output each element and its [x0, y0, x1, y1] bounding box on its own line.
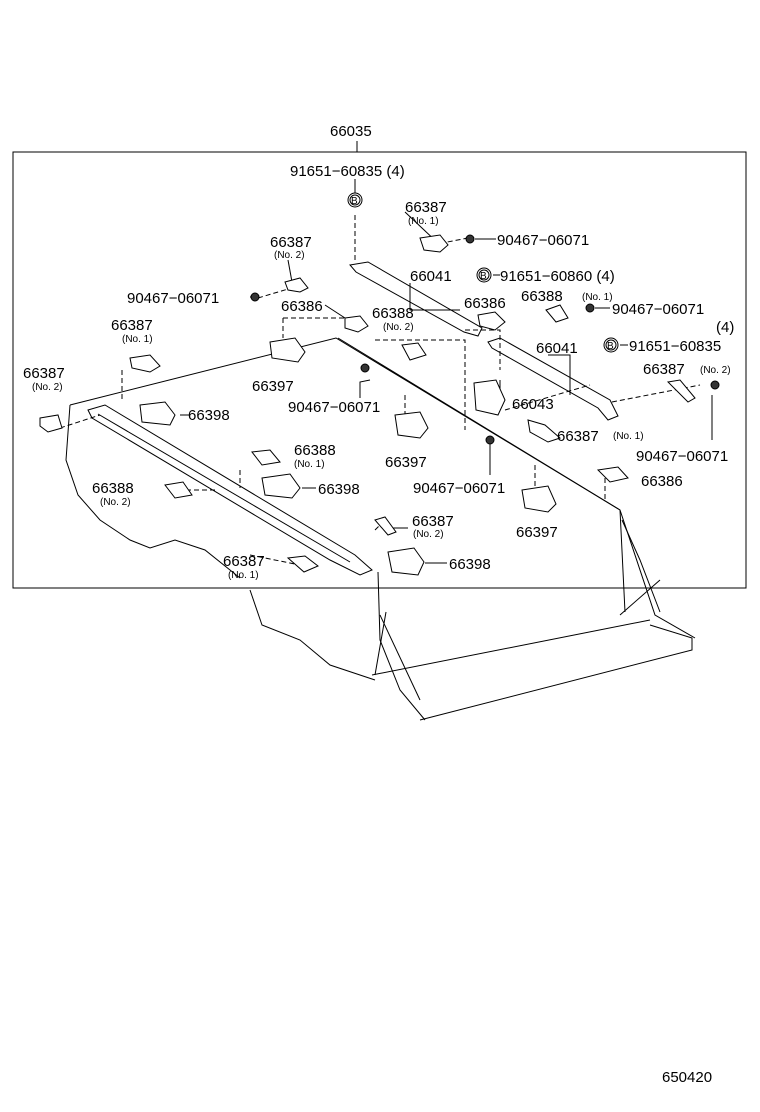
callout-66387-no2-far-left: 66387 (No. 2) [23, 365, 65, 393]
part-number-label: 66388 [372, 305, 414, 322]
callout-66043: 66043 [512, 396, 554, 413]
marker-label: B [480, 271, 487, 282]
callout-66041-left: 66041 [410, 268, 452, 285]
callout-90467-06071-right: 90467−06071 [612, 301, 704, 318]
callout-66397-center: 66397 [385, 454, 427, 471]
part-number-label: 66397 [385, 454, 427, 471]
part-number-label: 90467−06071 [288, 399, 380, 416]
part-variant-label: (No. 2) [32, 382, 63, 393]
part-number-label: 66388 [294, 442, 336, 459]
callout-66386-right: 66386 [641, 473, 683, 490]
part-number-label: 66398 [449, 556, 491, 573]
roof-rail-left [87, 404, 373, 576]
part-number-label: 66387 [643, 361, 685, 378]
assembly-frame [12, 151, 747, 589]
callout-66387-no1-right: 66387 (No. 1) [557, 428, 644, 445]
part-number-label: 66387 [557, 428, 599, 445]
callout-90467-06071-left: 90467−06071 [127, 290, 219, 307]
part-number-label: 91651−60835 [629, 338, 721, 355]
callout-91651-60835-top: 91651−60835 (4) [290, 163, 405, 180]
part-variant-label: (No. 1) [613, 431, 644, 442]
part-variant-label: (No. 1) [408, 216, 439, 227]
part-number-label: 90467−06071 [127, 290, 219, 307]
part-variant-label: (No. 2) [274, 250, 305, 261]
part-number-label: 66387 [111, 317, 153, 334]
callout-66387-no1-bottom: 66387 (No. 1) [223, 553, 265, 581]
figure-code-label: 650420 [662, 1069, 712, 1086]
part-variant-label: (No. 1) [294, 459, 325, 470]
part-number-label: 66387 [223, 553, 265, 570]
crossbar-front [349, 261, 483, 337]
part-variant-label: (No. 1) [228, 570, 259, 581]
part-number-label: 66398 [188, 407, 230, 424]
callout-66386-mid: 66386 [464, 295, 506, 312]
part-number-label: 66043 [512, 396, 554, 413]
part-number-label: 66397 [252, 378, 294, 395]
callout-66398-mid: 66398 [318, 481, 360, 498]
callout-66388-no1-top: 66388 (No. 1) [521, 288, 613, 305]
part-variant-label: (No. 1) [582, 292, 613, 303]
callout-66041-right: 66041 [536, 340, 578, 357]
part-number-label: 66386 [464, 295, 506, 312]
fastener-marker-b-right: B [603, 337, 619, 353]
part-variant-label: (No. 2) [413, 529, 444, 540]
callout-66386-left: 66386 [281, 298, 323, 315]
callout-qty-4: (4) [716, 319, 734, 336]
part-variant-label: (No. 2) [383, 322, 414, 333]
part-number-label: 66387 [23, 365, 65, 382]
callout-66397-left: 66397 [252, 378, 294, 395]
part-number-label: 90467−06071 [413, 480, 505, 497]
part-number-label: 90467−06071 [636, 448, 728, 465]
part-number-label: 66041 [410, 268, 452, 285]
part-variant-label: (No. 2) [100, 497, 131, 508]
callout-66388-no2-top: 66388 (No. 2) [372, 305, 414, 333]
assembly-number-label: 66035 [330, 123, 372, 140]
part-number-label: 66387 [412, 513, 454, 530]
part-number-label: 66388 [521, 288, 563, 305]
callout-66388-no2-left: 66388 (No. 2) [92, 480, 134, 508]
fastener-marker-b-top: B [347, 192, 363, 208]
rack-component-shapes [39, 234, 696, 576]
marker-label: B [351, 196, 358, 207]
callout-66398-bottom: 66398 [449, 556, 491, 573]
callout-66398-top: 66398 [188, 407, 230, 424]
callout-66387-no1-top: 66387 (No. 1) [405, 199, 447, 227]
vehicle-body-outline [65, 337, 696, 721]
callout-90467-06071-top: 90467−06071 [497, 232, 589, 249]
marker-label: B [607, 341, 614, 352]
part-number-label: 66388 [92, 480, 134, 497]
screw-parts [250, 234, 720, 445]
leader-lines-solid [180, 179, 713, 564]
callout-90467-06071-lower: 90467−06071 [413, 480, 505, 497]
part-variant-label: (No. 2) [700, 365, 731, 376]
callout-91651-60835-right: 91651−60835 [629, 338, 721, 355]
part-number-label: 66397 [516, 524, 558, 541]
quantity-label: (4) [716, 319, 734, 336]
part-number-label: 90467−06071 [612, 301, 704, 318]
callout-66387-no2-right: 66387 (No. 2) [643, 361, 731, 378]
part-number-label: 66386 [641, 473, 683, 490]
callout-66387-no1-left: 66387 (No. 1) [111, 317, 153, 345]
callout-66397-right: 66397 [516, 524, 558, 541]
callout-91651-60860: 91651−60860 (4) [500, 268, 615, 285]
crossbar-rear [487, 337, 619, 421]
callout-90467-06071-center: 90467−06071 [288, 399, 380, 416]
part-number-label: 90467−06071 [497, 232, 589, 249]
part-number-label: 91651−60860 (4) [500, 268, 615, 285]
part-number-label: 66387 [270, 234, 312, 251]
callout-66387-no2-bottom: 66387 (No. 2) [412, 513, 454, 540]
roof-rail-right [337, 337, 621, 511]
part-number-label: 66041 [536, 340, 578, 357]
callout-66388-no1-mid: 66388 (No. 1) [294, 442, 336, 470]
part-variant-label: (No. 1) [122, 334, 153, 345]
part-number-label: 91651−60835 (4) [290, 163, 405, 180]
callout-66387-no2-top: 66387 (No. 2) [270, 234, 312, 261]
fastener-marker-b-mid: B [476, 267, 492, 283]
part-number-label: 66398 [318, 481, 360, 498]
part-number-label: 66386 [281, 298, 323, 315]
part-number-label: 66387 [405, 199, 447, 216]
callout-90467-06071-far-right: 90467−06071 [636, 448, 728, 465]
